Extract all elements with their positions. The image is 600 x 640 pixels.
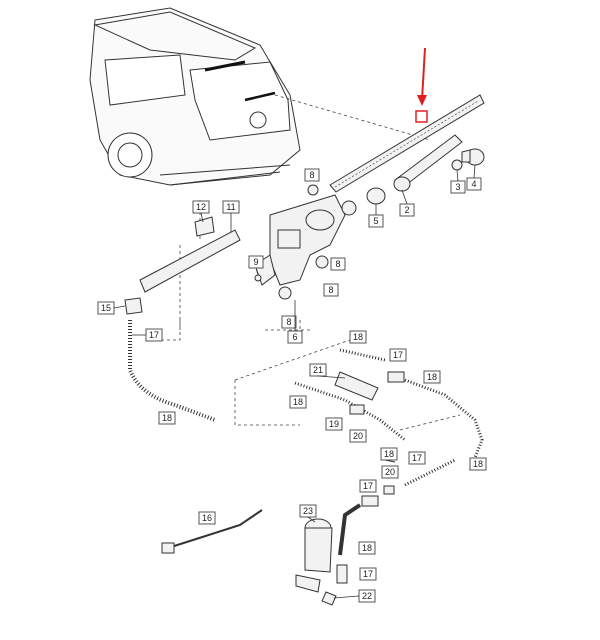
callout-20: 20 <box>349 429 367 443</box>
highlight-arrow <box>421 47 426 101</box>
svg-text:8: 8 <box>335 259 340 269</box>
svg-text:19: 19 <box>329 419 339 429</box>
callout-17: 17 <box>408 451 426 465</box>
callout-17: 17 <box>145 328 163 342</box>
callout-18: 18 <box>380 447 398 461</box>
svg-text:18: 18 <box>353 332 363 342</box>
callout-8: 8 <box>281 315 297 329</box>
callout-18: 18 <box>349 330 367 344</box>
svg-text:17: 17 <box>363 481 373 491</box>
svg-text:17: 17 <box>412 453 422 463</box>
callout-3: 3 <box>450 180 466 194</box>
cap-part <box>461 148 485 166</box>
svg-text:18: 18 <box>384 449 394 459</box>
callout-18: 18 <box>358 541 376 555</box>
nut-part <box>451 159 463 171</box>
connector-part <box>124 297 143 315</box>
svg-text:17: 17 <box>363 569 373 579</box>
hose-network <box>294 348 484 584</box>
svg-text:4: 4 <box>471 179 476 189</box>
bolt-part <box>307 184 319 196</box>
callout-21: 21 <box>309 363 327 377</box>
svg-text:18: 18 <box>293 397 303 407</box>
svg-text:9: 9 <box>253 257 258 267</box>
svg-text:8: 8 <box>286 317 291 327</box>
callout-9: 9 <box>248 255 264 269</box>
washer-pump <box>295 518 337 606</box>
callout-8: 8 <box>323 283 339 297</box>
wiper-arm <box>393 134 463 192</box>
callout-15: 15 <box>97 301 115 315</box>
callout-leaders <box>113 164 476 599</box>
cable-tie <box>167 509 263 549</box>
callout-5: 5 <box>368 214 384 228</box>
svg-text:5: 5 <box>373 216 378 226</box>
svg-text:17: 17 <box>149 330 159 340</box>
seal-strip <box>139 229 241 293</box>
callout-22: 22 <box>358 589 376 603</box>
highlight-arrowhead <box>417 95 427 106</box>
bolt-part <box>315 255 329 269</box>
callout-19: 19 <box>325 417 343 431</box>
svg-text:12: 12 <box>196 202 206 212</box>
callout-6: 6 <box>287 330 303 344</box>
grommet-part <box>366 187 386 205</box>
callout-8: 8 <box>304 168 320 182</box>
callout-2: 2 <box>399 203 415 217</box>
svg-text:8: 8 <box>328 285 333 295</box>
callout-11: 11 <box>222 200 240 214</box>
callout-12: 12 <box>192 200 210 214</box>
hose-left <box>128 320 216 422</box>
callout-8: 8 <box>330 257 346 271</box>
callout-17: 17 <box>359 567 377 581</box>
svg-text:22: 22 <box>362 591 372 601</box>
svg-text:2: 2 <box>404 205 409 215</box>
svg-text:17: 17 <box>393 350 403 360</box>
clip-part <box>194 216 215 237</box>
callout-20: 20 <box>381 465 399 479</box>
callout-18: 18 <box>289 395 307 409</box>
bolt-part <box>254 274 262 282</box>
wiper-motor-assembly <box>254 194 346 286</box>
callout-17: 17 <box>359 479 377 493</box>
car-illustration <box>89 7 301 186</box>
wiper-blade <box>329 94 485 193</box>
callout-17: 17 <box>389 348 407 362</box>
svg-text:18: 18 <box>162 413 172 423</box>
svg-text:8: 8 <box>309 170 314 180</box>
svg-text:23: 23 <box>303 506 313 516</box>
washer-part <box>341 200 357 216</box>
svg-text:16: 16 <box>202 513 212 523</box>
svg-text:20: 20 <box>385 467 395 477</box>
highlight-marker <box>415 110 428 123</box>
cable-tie-head <box>161 542 175 554</box>
callout-23: 23 <box>299 504 317 518</box>
svg-text:3: 3 <box>455 182 460 192</box>
callout-18: 18 <box>158 411 176 425</box>
callout-18: 18 <box>423 370 441 384</box>
svg-text:18: 18 <box>427 372 437 382</box>
svg-text:20: 20 <box>353 431 363 441</box>
svg-text:15: 15 <box>101 303 111 313</box>
bolt-part <box>278 286 292 300</box>
svg-text:18: 18 <box>362 543 372 553</box>
callout-16: 16 <box>198 511 216 525</box>
callout-18: 18 <box>469 457 487 471</box>
svg-text:6: 6 <box>292 332 297 342</box>
svg-text:18: 18 <box>473 459 483 469</box>
svg-text:11: 11 <box>226 202 235 212</box>
callout-4: 4 <box>466 177 482 191</box>
svg-text:21: 21 <box>313 365 323 375</box>
